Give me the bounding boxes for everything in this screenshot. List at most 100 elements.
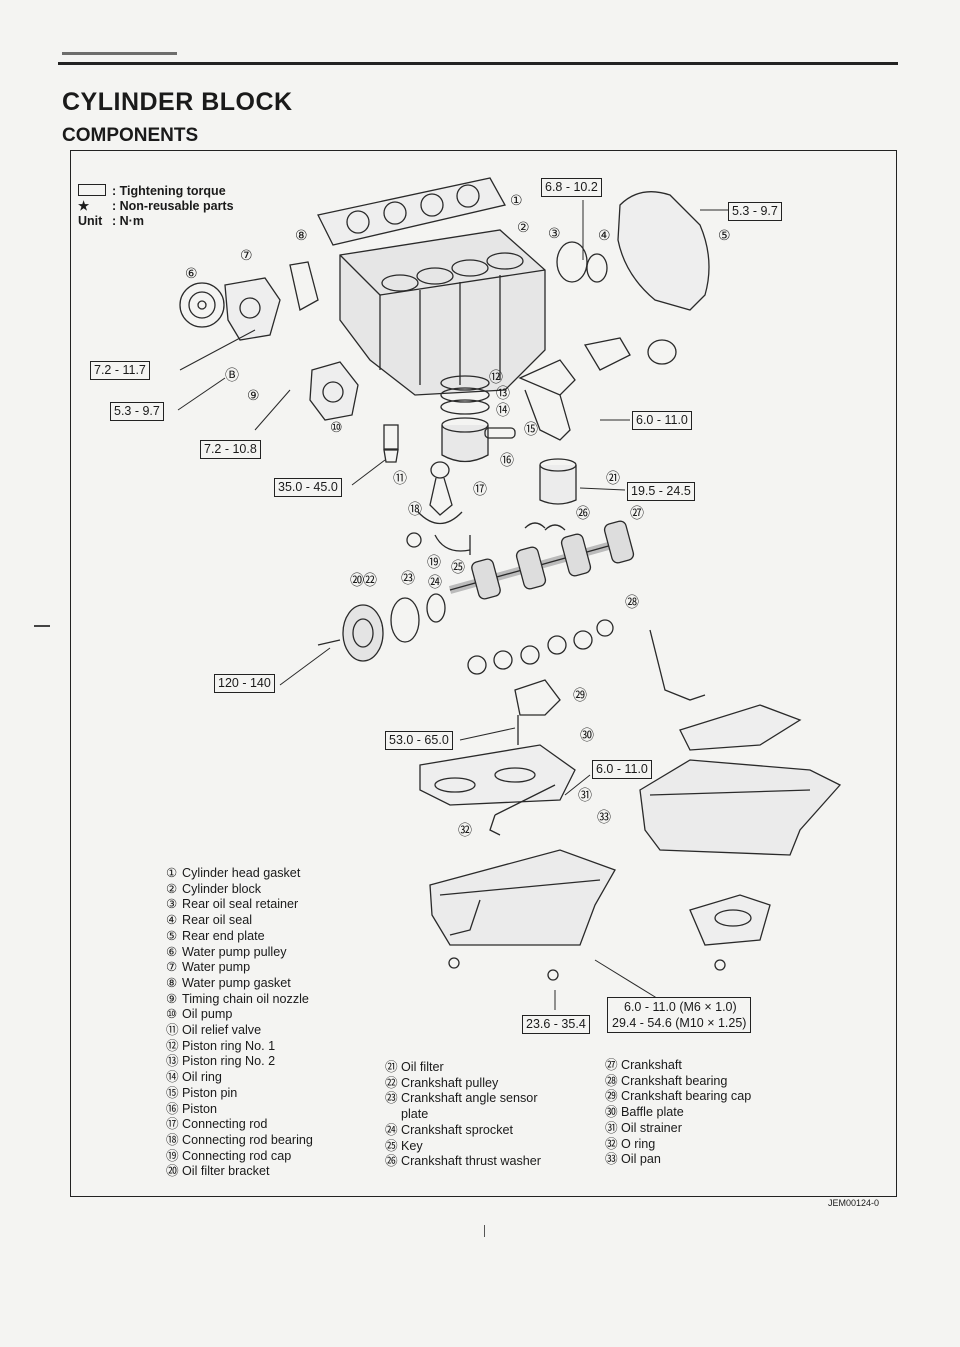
part-label: Crankshaft (621, 1058, 682, 1072)
part-label: Piston ring No. 1 (182, 1038, 276, 1053)
callout-label: ⑰ (473, 482, 487, 498)
part-number: ③ (166, 897, 178, 912)
part-label: Cylinder head gasket (182, 866, 301, 880)
part-label: Connecting rod bearing (182, 1132, 313, 1147)
part-label: Cylinder block (182, 881, 262, 896)
part-label: Crankshaft bearing cap (621, 1089, 752, 1104)
cylinder-head-gasket (317, 177, 506, 246)
crank-angle-sensor-plate (390, 597, 420, 643)
oil-pan (429, 849, 616, 946)
diagram-frame (70, 150, 897, 1197)
callout-label: ㉗ (630, 506, 644, 522)
page-title: CYLINDER BLOCK (62, 88, 293, 116)
baffle-plate (419, 744, 576, 806)
part-number: ⑳ (166, 1164, 179, 1179)
torque-box: 6.0 - 11.0 (592, 760, 652, 779)
callout-label: ⑲ (427, 555, 441, 571)
part-number: ⑯ (166, 1101, 179, 1116)
part-number: ⑬ (166, 1054, 179, 1069)
part-number: ㉔ (385, 1122, 398, 1137)
torque-box-icon (78, 184, 106, 196)
legend-torque: : Tightening torque (78, 184, 234, 199)
callout-label: ㉝ (597, 810, 611, 826)
part-number: ㉜ (605, 1136, 618, 1151)
torque-box: 23.6 - 35.4 (522, 1015, 590, 1034)
part-number: ⑪ (166, 1023, 179, 1038)
torque-box: 5.3 - 9.7 (728, 202, 782, 221)
crankshaft-pulley (317, 604, 384, 662)
part-label: plate (401, 1107, 429, 1122)
torque-box: 5.3 - 9.7 (110, 402, 164, 421)
part-label: Timing chain oil nozzle (182, 991, 309, 1006)
torque-box: 6.8 - 10.2 (541, 178, 602, 197)
page-marker (484, 1225, 485, 1237)
header-stub (62, 52, 177, 63)
part-label: Oil filter bracket (182, 1164, 270, 1179)
oil-relief-valve (383, 424, 399, 463)
part-label: Oil ring (182, 1070, 222, 1085)
part-number: ㉖ (385, 1154, 398, 1169)
part-label: Crankshaft angle sensor (401, 1091, 538, 1106)
page-subtitle: COMPONENTS (62, 125, 199, 146)
torque-box: 19.5 - 24.5 (627, 482, 695, 501)
part-number: ② (166, 881, 178, 896)
callout-label: ㉕ (451, 560, 465, 576)
torque-box: 53.0 - 65.0 (385, 731, 453, 750)
torque-box: 7.2 - 11.7 (90, 361, 150, 380)
torque-box-dual: 6.0 - 11.0 (M6 × 1.0) 29.4 - 54.6 (M10 ×… (607, 997, 752, 1033)
part-label: Water pump gasket (182, 975, 291, 990)
part-number: ㉝ (605, 1152, 618, 1167)
part-number: ㉚ (605, 1105, 618, 1120)
part-label: Crankshaft bearing (621, 1073, 728, 1088)
part-number: ⑱ (166, 1132, 179, 1147)
part-label: O ring (621, 1136, 656, 1151)
part-number: ⑧ (166, 975, 178, 990)
part-number: ⑦ (166, 960, 178, 975)
header-rule (58, 62, 898, 65)
callout-label: ⑫ (489, 370, 503, 386)
star-icon: ★ (78, 199, 90, 213)
part-label: Key (401, 1138, 423, 1153)
part-label: Piston (182, 1101, 218, 1116)
figure-code: JEM00124-0 (828, 1198, 880, 1208)
callout-label: ⑥ (185, 266, 198, 282)
part-number: ④ (166, 913, 178, 928)
part-label: Oil relief valve (182, 1023, 262, 1038)
part-label: Crankshaft sprocket (401, 1122, 513, 1137)
rear-end-plate (617, 191, 710, 311)
part-item: ① Cylinder head gasket (166, 866, 313, 882)
callout-label: ㉑ (606, 471, 620, 487)
part-label: Water pump pulley (182, 944, 287, 959)
callout-label: ⑮ (524, 422, 538, 438)
callout-label: ② (517, 220, 530, 236)
oil-pan-upper (639, 704, 842, 856)
oil-pump (309, 361, 359, 421)
callout-label: ㉛ (578, 788, 592, 804)
part-number: ① (166, 866, 178, 880)
callout-label: ㉘ (625, 595, 639, 611)
torque-box: 120 - 140 (214, 674, 275, 693)
part-label: Crankshaft thrust washer (401, 1154, 541, 1169)
piston-set (440, 375, 516, 463)
part-number: ㉓ (385, 1091, 398, 1106)
part-label: Piston ring No. 2 (182, 1054, 276, 1069)
part-label: Rear oil seal (182, 913, 252, 928)
callout-label: ㉖ (576, 506, 590, 522)
legend: : Tightening torque ★: Non-reusable part… (78, 184, 234, 229)
part-number: ㉘ (605, 1073, 618, 1088)
